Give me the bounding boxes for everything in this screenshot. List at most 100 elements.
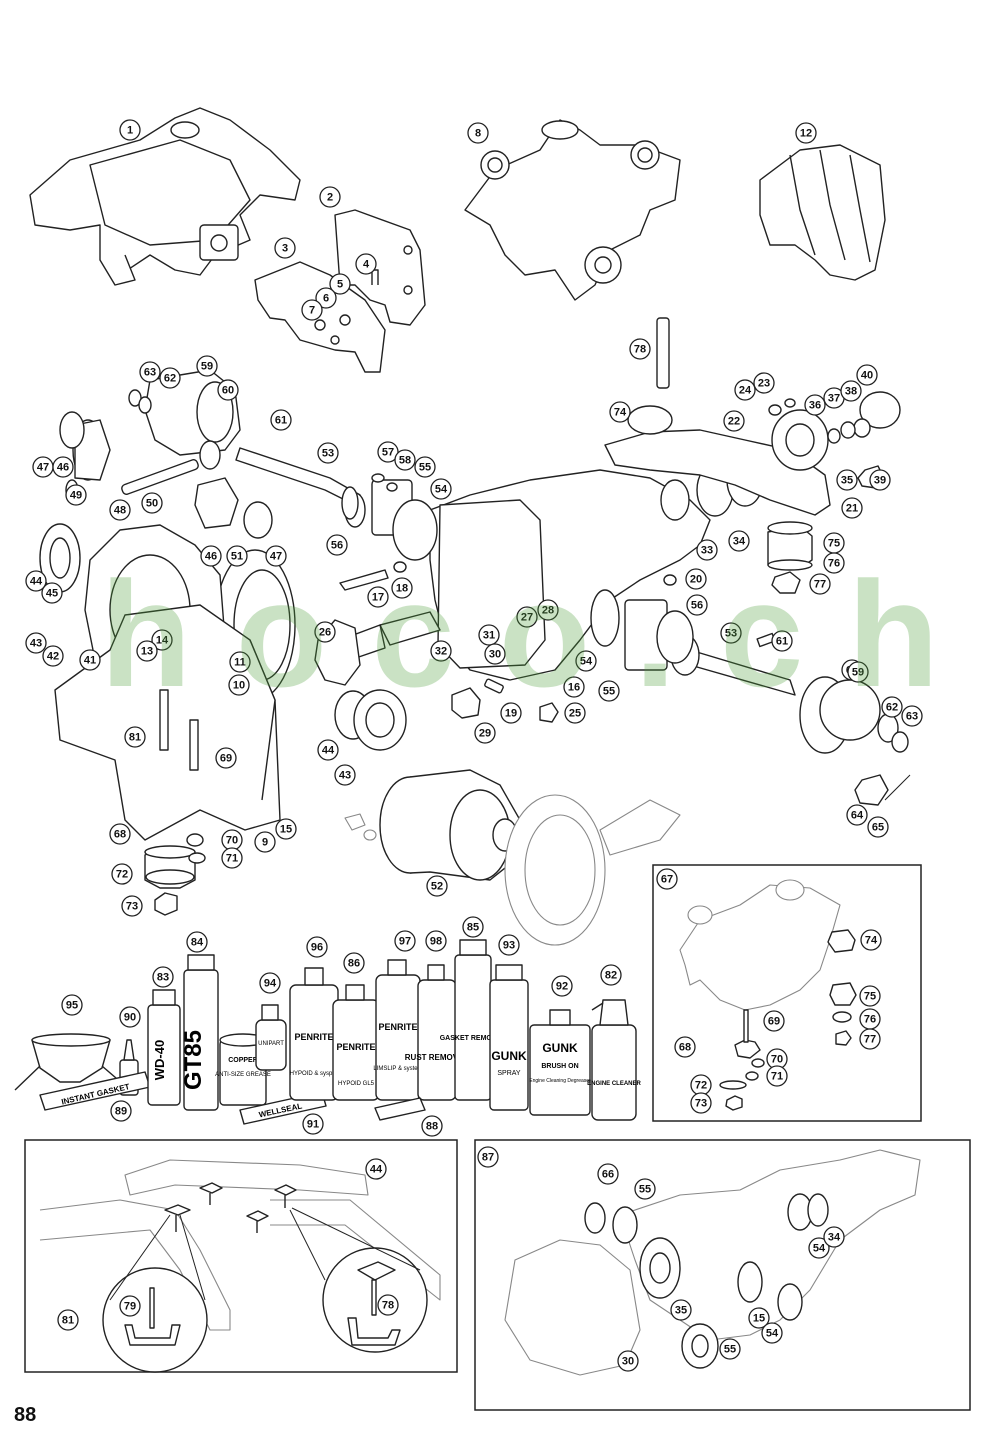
callout-number: 43	[339, 770, 351, 782]
callout-30: 30	[484, 643, 506, 665]
callout-number: 68	[679, 1042, 691, 1054]
callout-number: 62	[164, 373, 176, 385]
callout-55: 55	[719, 1338, 741, 1360]
bearing-stack-right	[590, 574, 776, 671]
callout-number: 87	[482, 1152, 494, 1164]
callout-11: 11	[229, 651, 251, 673]
washer-72	[145, 869, 195, 885]
callout-35: 35	[836, 469, 858, 491]
callout-number: 40	[861, 370, 873, 382]
product-tin-92: GUNK BRUSH ON Engine Cleaning Degreaser	[529, 1009, 591, 1116]
washer-71	[188, 852, 206, 864]
differential-housing-8	[464, 119, 681, 301]
callout-number: 73	[695, 1098, 707, 1110]
product-bottle-96: PENRITE HYPOID & syspiel	[289, 967, 339, 1101]
callout-number: 74	[614, 407, 627, 419]
rear-crossmember-bracket-9	[54, 604, 281, 841]
inset-subframe-drawing	[39, 1159, 441, 1373]
callout-17: 17	[367, 586, 389, 608]
callout-63: 63	[901, 705, 923, 727]
callout-number: 72	[116, 869, 128, 881]
inset-67-frame	[652, 864, 922, 1122]
callout-number: 75	[864, 991, 876, 1003]
callout-44: 44	[25, 570, 47, 592]
callout-64: 64	[846, 804, 868, 826]
callout-number: 36	[809, 400, 821, 412]
callout-number: 68	[114, 829, 126, 841]
callout-15: 15	[275, 818, 297, 840]
callout-number: 44	[370, 1164, 383, 1176]
product-bottle-98: RUST REMOVER	[405, 964, 469, 1101]
callout-number: 63	[906, 711, 918, 723]
callout-46: 46	[52, 456, 74, 478]
callout-82: 82	[600, 964, 622, 986]
differential-housing-1	[29, 107, 301, 286]
callout-number: 79	[124, 1301, 136, 1313]
penrite-2-label: PENRITE	[336, 1042, 375, 1052]
gt85-label: GT85	[180, 1030, 207, 1090]
callout-number: 82	[605, 970, 617, 982]
morris-grease-label: ANTI-SIZE GREASE	[215, 1072, 271, 1078]
callout-number: 16	[568, 682, 580, 694]
callout-90: 90	[119, 1006, 141, 1028]
callout-30: 30	[617, 1350, 639, 1372]
callout-84: 84	[186, 931, 208, 953]
callout-number: 55	[724, 1344, 736, 1356]
callout-95: 95	[61, 994, 83, 1016]
callout-number: 60	[222, 385, 234, 397]
callout-46: 46	[200, 545, 222, 567]
callout-number: 32	[435, 646, 447, 658]
callout-number: 86	[348, 958, 360, 970]
callout-78: 78	[629, 338, 651, 360]
callout-number: 70	[226, 835, 238, 847]
callout-75: 75	[859, 985, 881, 1007]
callout-54: 54	[430, 478, 452, 500]
callout-number: 24	[739, 385, 752, 397]
callout-61: 61	[270, 409, 292, 431]
callout-4: 4	[355, 253, 377, 275]
inset-67-housing	[679, 879, 857, 1111]
product-can-83: WD-40	[147, 989, 181, 1106]
callout-number: 54	[435, 484, 448, 496]
callout-number: 88	[426, 1121, 438, 1133]
callout-number: 26	[319, 627, 331, 639]
callout-number: 13	[141, 646, 153, 658]
callout-number: 25	[569, 708, 581, 720]
callout-41: 41	[79, 649, 101, 671]
callout-87: 87	[477, 1146, 499, 1168]
callout-number: 94	[264, 978, 277, 990]
penrite-1-label: PENRITE	[294, 1032, 333, 1042]
callout-number: 18	[396, 583, 408, 595]
callout-number: 61	[275, 415, 287, 427]
callout-number: 56	[691, 600, 703, 612]
callout-number: 84	[191, 937, 204, 949]
callout-number: 47	[270, 551, 282, 563]
gunk-spray-label: GUNK	[491, 1049, 527, 1063]
product-can-85: GASKET REMOVER	[440, 939, 506, 1101]
callout-79: 79	[119, 1295, 141, 1317]
callout-number: 37	[828, 393, 840, 405]
callout-98: 98	[425, 930, 447, 952]
callout-29: 29	[474, 722, 496, 744]
callout-number: 91	[307, 1119, 319, 1131]
callout-75: 75	[823, 532, 845, 554]
callout-27: 27	[516, 606, 538, 628]
inset-66-frame	[474, 1139, 971, 1411]
callout-6: 6	[315, 287, 337, 309]
small-parts-29-19-25	[451, 678, 559, 723]
callout-32: 32	[430, 640, 452, 662]
callout-number: 41	[84, 655, 96, 667]
callout-number: 72	[695, 1080, 707, 1092]
callout-76: 76	[859, 1008, 881, 1030]
gunk-tin-sub-label: BRUSH ON	[541, 1063, 578, 1070]
callout-9: 9	[254, 831, 276, 853]
callout-57: 57	[377, 441, 399, 463]
callout-68: 68	[109, 823, 131, 845]
callout-number: 55	[419, 462, 431, 474]
callout-number: 98	[430, 936, 442, 948]
callout-number: 15	[753, 1313, 765, 1325]
callout-number: 90	[124, 1012, 136, 1024]
callout-number: 55	[603, 686, 615, 698]
callout-74: 74	[860, 929, 882, 951]
callout-36: 36	[804, 394, 826, 416]
